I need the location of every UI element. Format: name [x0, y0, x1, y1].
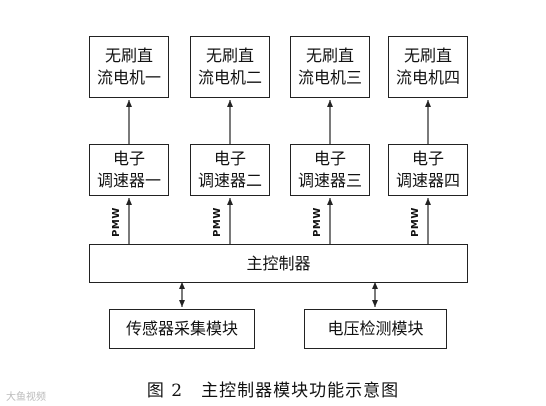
esc-1-line2: 调速器一 — [96, 171, 161, 190]
sensor-module-label: 传感器采集模块 — [125, 319, 238, 338]
sensor-module-box: 传感器采集模块 — [109, 309, 255, 349]
main-controller-label: 主控制器 — [246, 253, 311, 273]
esc-2-line1: 电子 — [213, 149, 246, 168]
esc-3-line2: 调速器三 — [297, 171, 362, 190]
motor-1-line1: 无刷直 — [104, 46, 153, 65]
motor-box-4: 无刷直 流电机四 — [388, 36, 468, 98]
motor-4-line2: 流电机四 — [395, 68, 460, 87]
motor-box-1: 无刷直 流电机一 — [89, 36, 169, 98]
esc-2-line2: 调速器二 — [197, 171, 262, 190]
esc-box-1: 电子 调速器一 — [89, 144, 169, 196]
motor-box-2: 无刷直 流电机二 — [190, 36, 270, 98]
esc-4-line1: 电子 — [411, 149, 444, 168]
motor-4-line1: 无刷直 — [403, 46, 452, 65]
esc-4-line2: 调速器四 — [395, 171, 460, 190]
pwm-label-2: PMW — [212, 207, 223, 237]
motor-2-line1: 无刷直 — [205, 46, 254, 65]
motor-box-3: 无刷直 流电机三 — [290, 36, 370, 98]
voltage-module-label: 电压检测模块 — [327, 319, 424, 338]
esc-box-4: 电子 调速器四 — [388, 144, 468, 196]
main-controller-box: 主控制器 — [89, 244, 468, 283]
motor-1-line2: 流电机一 — [96, 68, 161, 87]
motor-3-line2: 流电机三 — [297, 68, 362, 87]
motor-2-line2: 流电机二 — [197, 68, 262, 87]
esc-1-line1: 电子 — [112, 149, 145, 168]
watermark: 大鱼视频 — [6, 392, 46, 403]
pwm-label-4: PMW — [410, 207, 421, 237]
pwm-label-3: PMW — [312, 207, 323, 237]
esc-box-3: 电子 调速器三 — [290, 144, 370, 196]
esc-3-line1: 电子 — [313, 149, 346, 168]
voltage-module-box: 电压检测模块 — [304, 309, 447, 349]
pwm-label-1: PMW — [111, 207, 122, 237]
motor-3-line1: 无刷直 — [305, 46, 354, 65]
figure-caption: 图 2 主控制器模块功能示意图 — [146, 381, 400, 401]
esc-box-2: 电子 调速器二 — [190, 144, 270, 196]
